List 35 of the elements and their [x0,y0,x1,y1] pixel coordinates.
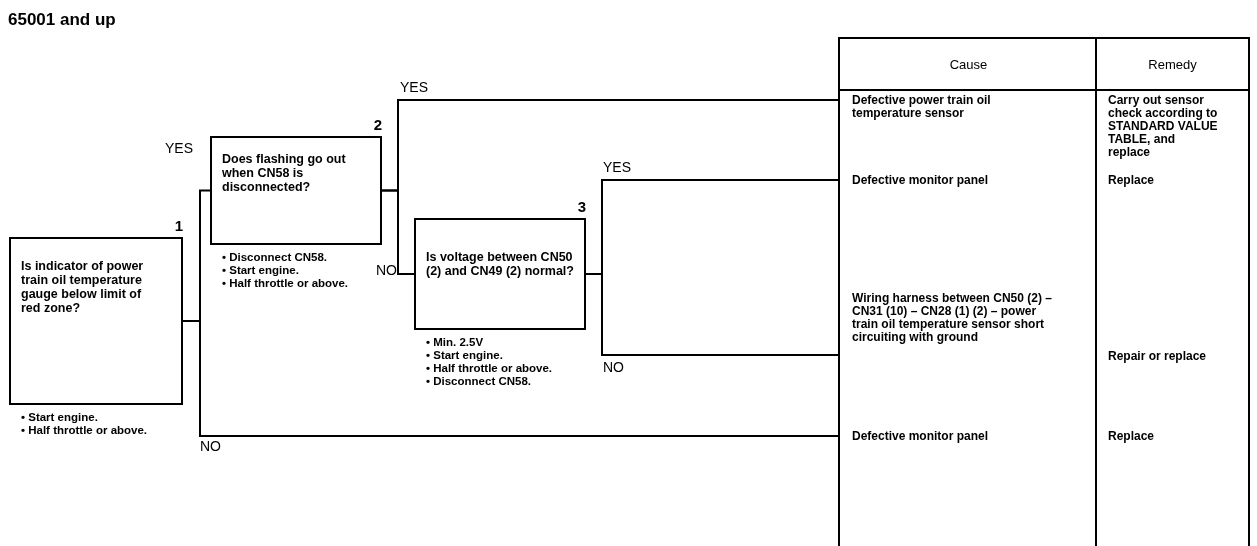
diagram-title: 65001 and up [8,10,116,30]
question-text: Is voltage between CN50 (2) and CN49 (2) normal? [426,250,574,278]
instruction-text: • Min. 2.5V [426,336,485,349]
instruction-text: • Disconnect CN58. [222,251,328,264]
edge-label: NO [603,359,624,375]
instruction-text: • Half throttle or above. [21,424,149,437]
column-header: Remedy [1148,56,1197,72]
edge-label: YES [603,159,631,175]
instruction-text: • Start engine. [21,411,99,424]
step-number: 1 [174,217,183,234]
edge-label: YES [400,79,428,95]
cause-text: Wiring harness between CN50 (2) – CN31 (10) – CN28 (1) (2) – power train oil temperature sensor short circuiting with ground [851,292,1053,346]
step-number: 2 [373,116,382,133]
cause-remedy-table [838,37,1250,546]
instruction-text: • Half throttle or above. [426,362,554,375]
instruction-text: • Half throttle or above. [222,277,350,290]
remedy-text: Replace [1108,174,1156,187]
question-text: Does flashing go out when CN58 is disconnected? [222,152,347,194]
remedy-text: Carry out sensor check according to STANDARD VALUE TABLE, and replace [1108,94,1219,159]
connector-line [381,189,415,275]
cause-text: Defective monitor panel [851,430,990,445]
instruction-text: • Start engine. [222,264,300,277]
instruction-text: • Start engine. [426,349,504,362]
edge-label: NO [376,262,397,278]
cause-text: Defective monitor panel [851,174,990,189]
edge-label: YES [165,140,193,156]
column-header: Cause [949,56,988,72]
step-number: 3 [577,198,586,215]
question-text: Is indicator of power train oil temperature gauge below limit of red zone? [21,259,145,315]
edge-label: NO [200,438,221,454]
remedy-text: Repair or replace [1108,350,1208,363]
instruction-text: • Disconnect CN58. [426,375,532,388]
cause-text: Defective power train oil temperature sensor [851,94,992,122]
remedy-text: Replace [1108,430,1156,443]
connector-line [585,273,839,356]
